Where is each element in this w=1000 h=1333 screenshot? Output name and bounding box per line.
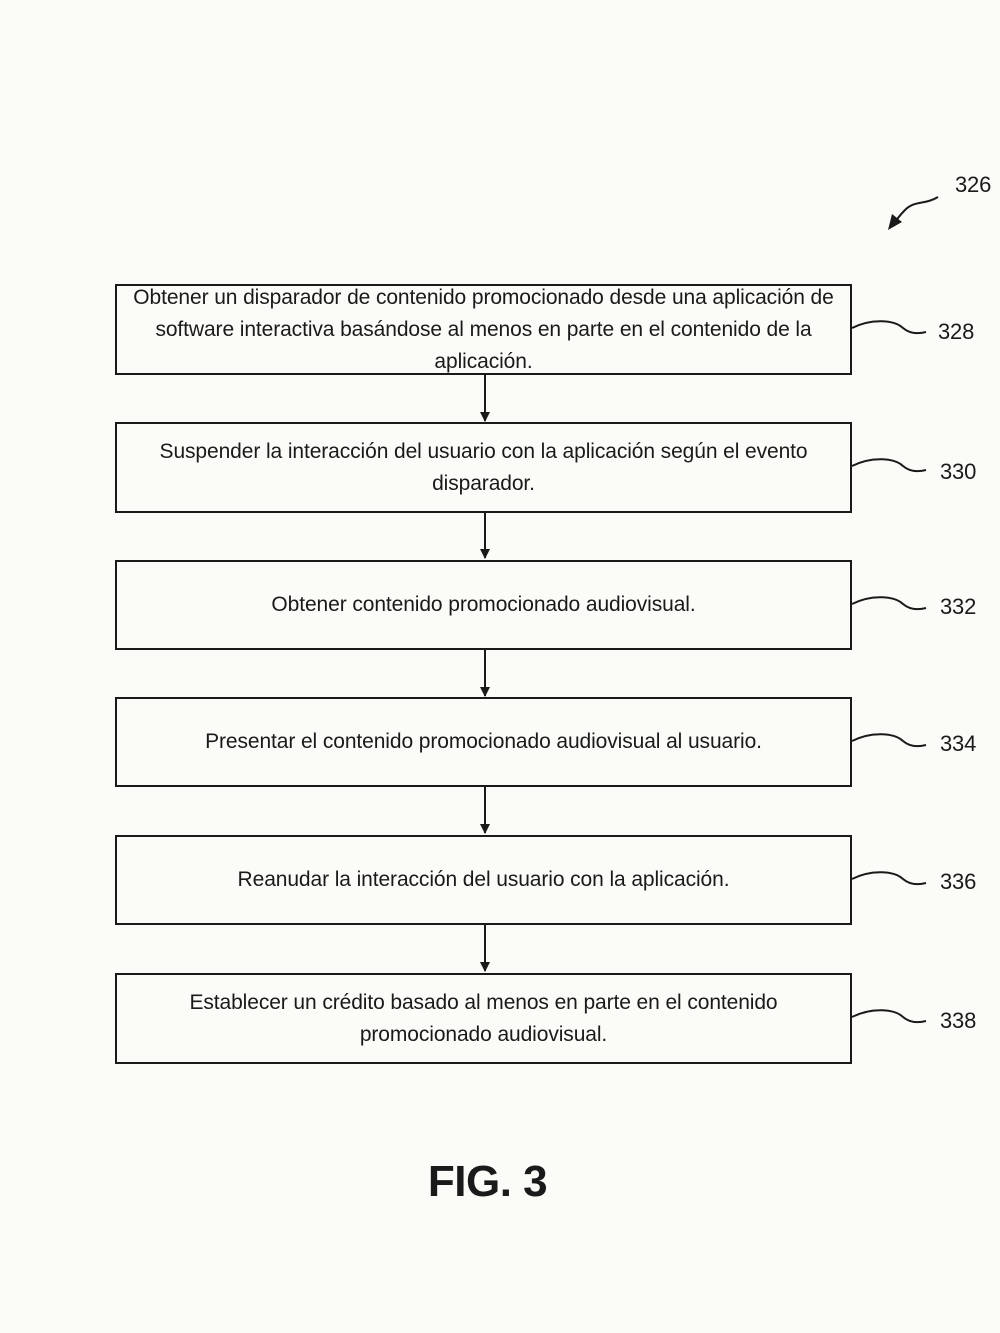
step-ref-334: 334 xyxy=(940,731,977,756)
step-ref-338: 338 xyxy=(940,1008,977,1033)
step-box-328: Obtener un disparador de contenido promo… xyxy=(115,284,852,375)
leader-line-328 xyxy=(851,320,927,335)
step-text-338: Establecer un crédito basado al menos en… xyxy=(189,990,778,1046)
leader-line-332 xyxy=(851,596,927,611)
leader-line-338 xyxy=(851,1009,927,1024)
step-text-330: Suspender la interacción del usuario con… xyxy=(159,439,808,495)
step-box-330: Suspender la interacción del usuario con… xyxy=(115,422,852,513)
leader-line-336 xyxy=(851,871,927,886)
step-text-334: Presentar el contenido promocionado audi… xyxy=(205,730,762,753)
figure-label: FIG. 3 xyxy=(427,1157,548,1206)
step-box-336: Reanudar la interacción del usuario con … xyxy=(115,835,852,925)
step-ref-336: 336 xyxy=(940,869,977,894)
figure-reference-numeral: 326 xyxy=(955,172,992,197)
step-box-332: Obtener contenido promocionado audiovisu… xyxy=(115,560,852,650)
leader-line-330 xyxy=(851,458,927,473)
step-ref-330: 330 xyxy=(940,459,977,484)
leader-line-334 xyxy=(851,733,927,748)
step-ref-332: 332 xyxy=(940,594,977,619)
figure-reference-arrowhead xyxy=(888,214,902,230)
step-text-328: Obtener un disparador de contenido promo… xyxy=(133,285,834,373)
step-box-334: Presentar el contenido promocionado audi… xyxy=(115,697,852,787)
step-text-332: Obtener contenido promocionado audiovisu… xyxy=(271,593,696,616)
step-text-336: Reanudar la interacción del usuario con … xyxy=(237,868,730,891)
step-box-338: Establecer un crédito basado al menos en… xyxy=(115,973,852,1064)
step-ref-328: 328 xyxy=(938,319,975,344)
